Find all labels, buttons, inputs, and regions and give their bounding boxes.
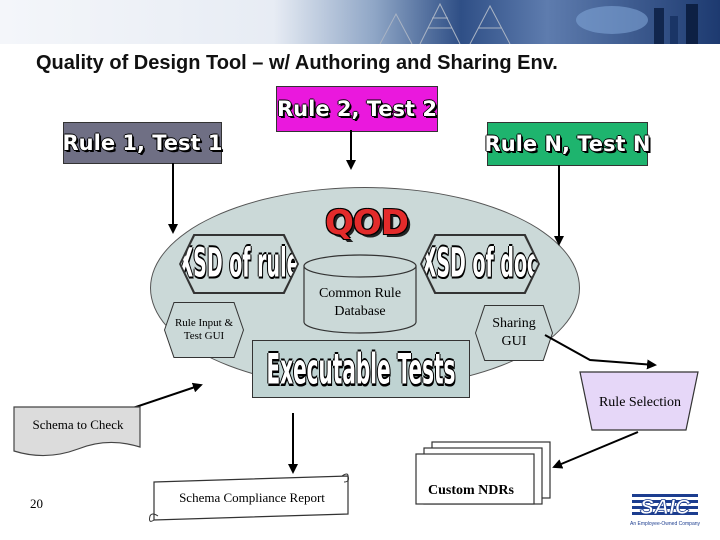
ndrs-stack-shape (415, 441, 551, 505)
rule-input-gui: Rule Input & Test GUI (165, 303, 243, 357)
header-banner (0, 0, 720, 44)
rule-2-label: Rule 2, Test 2 (277, 97, 438, 121)
xsd-of-rule-label: XSD of rule (178, 240, 300, 288)
rule-n-box: Rule N, Test N (484, 122, 651, 166)
schema-to-check-label: Schema to Check (32, 417, 124, 432)
report-label: Schema Compliance Report (179, 490, 325, 505)
xsd-of-doc: XSD of doc (422, 236, 538, 292)
rule-1-box: Rule 1, Test 1 (62, 122, 223, 164)
rule-n-label: Rule N, Test N (484, 132, 651, 156)
schema-doc-shape (13, 406, 141, 457)
xsd-of-doc-label: XSD of doc (421, 240, 539, 288)
rule-1-label: Rule 1, Test 1 (62, 131, 223, 155)
rule-selection-shape (579, 371, 699, 431)
executable-tests-box: Executable Tests (252, 340, 470, 398)
custom-ndrs-label: Custom NDRs (428, 483, 514, 498)
sharing-gui: Sharing GUI (476, 306, 552, 360)
rule-selection-label: Rule Selection (598, 395, 682, 410)
svg-text:An Employee-Owned Company: An Employee-Owned Company (630, 521, 700, 527)
qod-title: QOD (325, 203, 409, 243)
database-cylinder (303, 254, 417, 334)
rule-input-gui-label: Rule Input & Test GUI (174, 317, 234, 342)
database-label: Common Rule Database (318, 286, 402, 319)
sharing-gui-label: Sharing GUI (492, 316, 536, 349)
arrow-selection-to-ndrs (552, 431, 639, 469)
report-scroll-shape (149, 473, 349, 522)
saic-logo-mark: SAIC An Employee-Owned Company (630, 494, 701, 527)
svg-text:SAIC: SAIC (640, 496, 691, 519)
executable-tests-label: Executable Tests (266, 343, 456, 395)
xsd-of-rule: XSD of rule (181, 236, 297, 292)
slide-title: Quality of Design Tool – w/ Authoring an… (36, 52, 558, 74)
saic-logo: SAIC An Employee-Owned Company (630, 492, 701, 528)
rule-2-box: Rule 2, Test 2 (276, 86, 438, 132)
banner-illustration (379, 2, 698, 44)
arrow-sharing-to-selection (544, 334, 657, 370)
page-number: 20 (30, 496, 43, 511)
